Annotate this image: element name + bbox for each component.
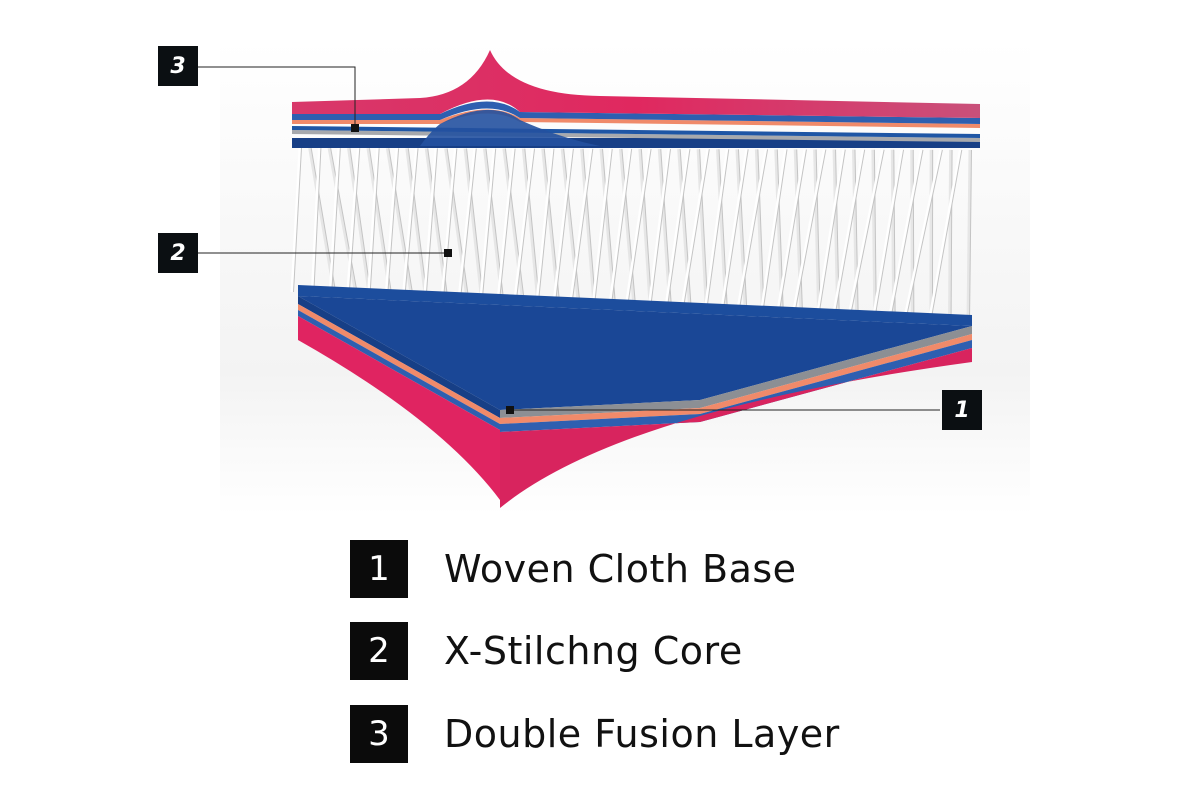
thread-shadow (446, 148, 470, 299)
thread (457, 148, 477, 300)
bottom-panel (298, 285, 972, 508)
thread-shadow (793, 149, 827, 316)
thread (717, 149, 749, 331)
thread (772, 149, 807, 333)
thread-shadow (427, 148, 451, 316)
thread (680, 148, 710, 311)
legend-label-2: X-Stilchng Core (444, 629, 743, 673)
thread (735, 149, 768, 314)
legend-item-3: 3 Double Fusion Layer (350, 705, 840, 763)
thread-shadow (310, 147, 340, 311)
thread (290, 147, 302, 293)
thread-shadow (504, 148, 525, 302)
thread-shadow (293, 147, 302, 293)
legend-number-2: 2 (350, 622, 408, 680)
layer-illustration (198, 40, 1030, 515)
thread-shadow (905, 149, 943, 321)
thread (624, 148, 652, 308)
thread (438, 148, 457, 318)
thread-shadow (886, 149, 924, 338)
legend-label-1: Woven Cloth Base (444, 547, 797, 591)
marker-1 (506, 406, 514, 414)
thread-shadow (571, 148, 594, 306)
thread-shadow (626, 148, 652, 308)
thread-shadow (368, 148, 395, 314)
thread-shadow (552, 148, 574, 323)
thread-shadow (660, 149, 674, 327)
legend-number-3: 3 (350, 705, 408, 763)
thread-shadow (621, 148, 637, 307)
thread (513, 148, 535, 303)
thread (494, 148, 516, 320)
thread-shadow (679, 149, 692, 309)
thread (568, 148, 593, 306)
legend-item-2: 2 X-Stilchng Core (350, 622, 743, 680)
thread-shadow (404, 148, 419, 298)
legend-label-3: Double Fusion Layer (444, 712, 840, 756)
thread-shadow (893, 149, 896, 337)
thread-shadow (330, 147, 358, 294)
marker-2 (444, 249, 452, 257)
callout-box-1: 1 (942, 390, 982, 430)
thread-shadow (497, 148, 516, 320)
thread (401, 148, 419, 298)
legend-number-1: 1 (350, 540, 408, 598)
thread-shadow (608, 148, 633, 325)
thread (550, 148, 574, 323)
thread-shadow (796, 149, 804, 315)
thread-shadow (835, 149, 841, 334)
thread-shadow (719, 149, 749, 331)
thread (828, 149, 865, 336)
thread (902, 149, 943, 322)
thread-shadow (563, 148, 581, 304)
thread-shadow (602, 148, 618, 324)
thread-shadow (441, 148, 458, 318)
thread-shadow (776, 149, 785, 332)
thread (947, 149, 953, 340)
thread (605, 148, 632, 325)
thread-shadow (737, 149, 748, 312)
legend-item-1: 1 Woven Cloth Base (350, 540, 797, 598)
thread-shadow (385, 148, 400, 315)
thread (791, 149, 826, 316)
thread-shadow (738, 149, 769, 313)
callout-box-2: 2 (158, 233, 198, 273)
thread-shadow (543, 148, 562, 321)
thread-shadow (515, 148, 536, 303)
thread-shadow (969, 149, 972, 323)
thread-shadow (388, 148, 414, 296)
thread-shadow (330, 148, 341, 312)
thread-shadow (854, 149, 859, 317)
callout-box-3: 3 (158, 46, 198, 86)
thread-shadow (912, 149, 915, 320)
thread-shadow (950, 149, 953, 340)
thread-shadow (718, 149, 729, 329)
leader-lines (198, 66, 940, 411)
thread (327, 148, 341, 312)
thread-shadow (849, 149, 885, 319)
thread-shadow (664, 149, 691, 328)
top-panel (292, 50, 980, 148)
marker-3 (351, 124, 359, 132)
thread (847, 149, 885, 319)
thread-shadow (348, 148, 361, 295)
thread (346, 148, 360, 295)
thread (661, 148, 690, 328)
thread (383, 148, 399, 315)
thread-shadow (485, 148, 507, 319)
thread-shadow (830, 149, 866, 336)
thread-shadow (682, 149, 710, 311)
thread (966, 149, 972, 323)
thread (884, 149, 923, 339)
thread-shadow (775, 149, 807, 333)
thread-shadow (459, 148, 477, 300)
